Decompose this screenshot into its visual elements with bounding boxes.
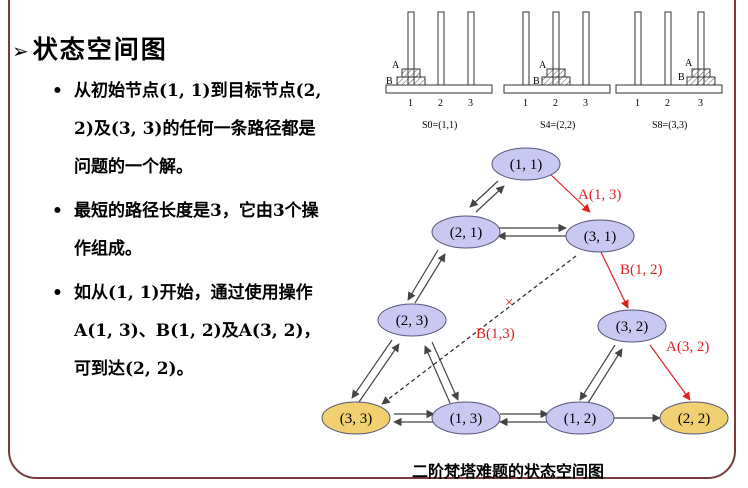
- hanoi-peg-number: 3: [468, 98, 473, 109]
- edge-11-21: [469, 180, 499, 208]
- hanoi-label-a: A: [685, 58, 693, 69]
- hanoi-disk-a: [691, 68, 711, 78]
- op-label-b13: B(1,3): [476, 326, 515, 342]
- slide-heading: ➢状态空间图: [12, 30, 168, 66]
- edge-11-31-path: [547, 171, 591, 213]
- edge-21-11: [475, 185, 505, 213]
- op-label-a13: A(1, 3): [578, 187, 621, 203]
- hanoi-disk-a: [546, 68, 566, 78]
- node-label: (1, 3): [450, 411, 483, 427]
- hanoi-peg-1: [522, 11, 530, 86]
- graph-nodes: (1, 1) (2, 1) (3, 1) (2, 3) (3, 2) (3, 3…: [321, 147, 729, 435]
- node-label: (2, 3): [396, 313, 429, 329]
- bullet-item: • 如从(1, 1)开始，通过使用操作A(1, 3)、B(1, 2)及A(3, …: [52, 274, 322, 388]
- edge-23-13: [431, 341, 459, 401]
- bullet-text: 从初始节点(1, 1)到目标节点(2, 2)及(3, 3)的任何一条路径都是问题…: [74, 81, 322, 177]
- hanoi-state-label: S0=(1,1): [422, 120, 457, 131]
- cross-mark-icon: ×: [505, 295, 513, 311]
- hanoi-base: [503, 84, 611, 94]
- edge-23-33: [351, 339, 393, 399]
- hanoi-state-s0: A B 1 2 3 S0=(1,1): [385, 11, 493, 131]
- node-1-1: [491, 147, 561, 181]
- hanoi-peg-1: [634, 11, 642, 86]
- hanoi-label-b: B: [678, 72, 685, 83]
- bullet-dot-icon: •: [52, 81, 63, 101]
- hanoi-label-b: B: [533, 76, 540, 87]
- hanoi-peg-number: 3: [698, 98, 703, 109]
- bullet-item: • 从初始节点(1, 1)到目标节点(2, 2)及(3, 3)的任何一条路径都是…: [52, 72, 322, 186]
- slide-title: 状态空间图: [32, 35, 168, 64]
- hanoi-state-s4: A B 1 2 3 S4=(2,2): [503, 11, 611, 131]
- bullet-text: 如从(1, 1)开始，通过使用操作A(1, 3)、B(1, 2)及A(3, 2)…: [74, 283, 321, 379]
- node-label: (2, 1): [450, 225, 483, 241]
- edge-13-23: [424, 345, 451, 404]
- hanoi-peg-number: 1: [635, 98, 640, 109]
- hanoi-disk-b: [541, 76, 571, 86]
- edge-32-12: [579, 344, 616, 401]
- node-label: (3, 2): [616, 319, 649, 335]
- node-2-1: [431, 215, 501, 249]
- bullet-text: 最短的路径长度是3，它由3个操作组成。: [74, 201, 319, 259]
- graph-edges: [351, 171, 691, 427]
- hanoi-disk-b: [396, 76, 426, 86]
- hanoi-peg-number: 3: [583, 98, 588, 109]
- hanoi-state-s8: A B 1 2 3 S8=(3,3): [615, 11, 723, 131]
- hanoi-peg-number: 1: [408, 98, 413, 109]
- hanoi-state-label: S8=(3,3): [652, 120, 687, 131]
- node-label: (2, 2): [678, 411, 711, 427]
- node-label: (1, 2): [564, 411, 597, 427]
- arrow-bullet-icon: ➢: [12, 39, 31, 63]
- hanoi-base: [385, 84, 493, 94]
- diagram-caption: 二阶梵塔难题的状态空间图: [412, 462, 605, 481]
- hanoi-peg-3: [582, 11, 590, 86]
- edge-31-33-dashed: [381, 255, 577, 405]
- bullet-dot-icon: •: [52, 283, 63, 303]
- op-label-b12: B(1, 2): [620, 262, 663, 278]
- node-2-3: [377, 303, 447, 337]
- hanoi-label-a: A: [392, 60, 400, 71]
- slide-frame: [8, 0, 736, 479]
- hanoi-peg-number: 2: [438, 98, 443, 109]
- edge-32-22-path: [649, 344, 691, 401]
- node-1-3: [431, 401, 501, 435]
- edge-21-23: [407, 249, 439, 301]
- hanoi-base: [615, 84, 723, 94]
- hanoi-disk-a: [401, 68, 421, 78]
- hanoi-peg-number: 2: [665, 98, 670, 109]
- node-label: (3, 3): [340, 411, 373, 427]
- hanoi-disk-b: [686, 76, 716, 86]
- edge-12-32: [587, 348, 623, 404]
- bullet-item: • 最短的路径长度是3，它由3个操作组成。: [52, 192, 322, 268]
- node-label: (1, 1): [510, 157, 543, 173]
- hanoi-peg-3: [467, 11, 475, 86]
- node-1-2: [545, 401, 615, 435]
- hanoi-label-a: A: [539, 60, 547, 71]
- hanoi-peg-2: [437, 11, 445, 86]
- node-3-1: [565, 219, 635, 253]
- hanoi-peg-number: 2: [553, 98, 558, 109]
- hanoi-peg-number: 1: [523, 98, 528, 109]
- node-3-3-goal: [321, 401, 391, 435]
- edge-31-32-path: [599, 249, 629, 309]
- op-label-a32: A(3, 2): [666, 339, 709, 355]
- hanoi-label-b: B: [386, 76, 393, 87]
- node-label: (3, 1): [584, 229, 617, 245]
- node-2-2-goal: [659, 401, 729, 435]
- bullet-list: • 从初始节点(1, 1)到目标节点(2, 2)及(3, 3)的任何一条路径都是…: [52, 72, 322, 394]
- bullet-dot-icon: •: [52, 201, 63, 221]
- hanoi-state-label: S4=(2,2): [540, 120, 575, 131]
- edge-23-21: [414, 253, 446, 304]
- node-3-2: [597, 309, 667, 343]
- hanoi-peg-2: [664, 11, 672, 86]
- edge-33-23: [358, 343, 400, 403]
